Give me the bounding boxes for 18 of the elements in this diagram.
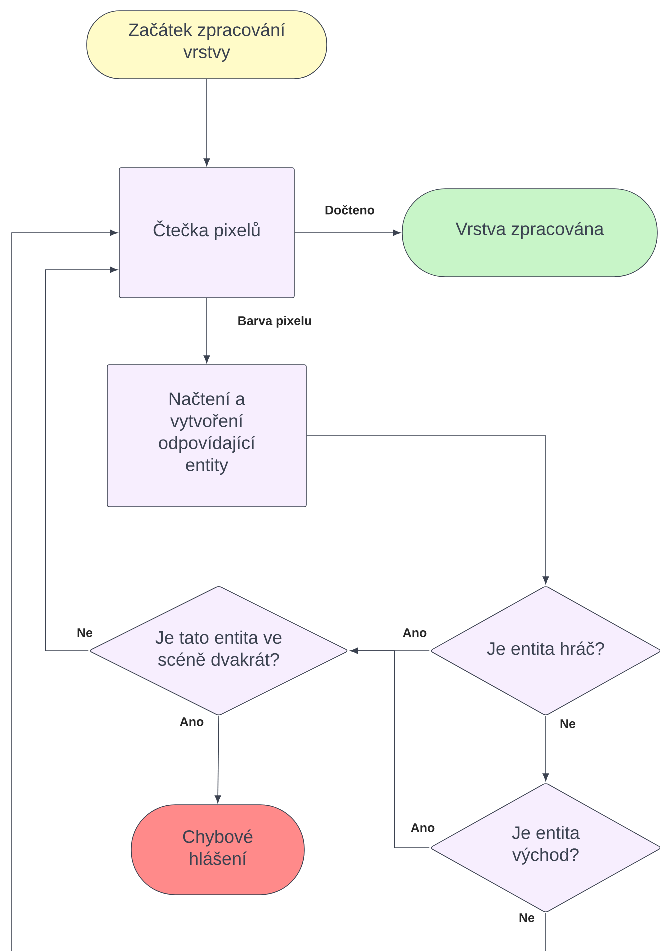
arrow bbox=[306, 436, 550, 584]
arrow bbox=[214, 716, 222, 804]
arrow bbox=[204, 298, 210, 364]
arrow bbox=[204, 79, 210, 166]
edge-label: Ano bbox=[178, 716, 206, 728]
process-box: Načtení a vytvoření odpovídající entity bbox=[107, 364, 307, 508]
edge-label: Ne bbox=[518, 912, 536, 924]
edge-label: Ne bbox=[559, 718, 577, 730]
arrow bbox=[45, 266, 118, 652]
terminal-oval: Vrstva zpracována bbox=[402, 188, 658, 278]
edge-label: Ano bbox=[402, 628, 428, 638]
edge-label: Dočteno bbox=[324, 204, 376, 216]
edge-label: Barva pixelu bbox=[236, 315, 314, 329]
process-box: Čtečka pixelů bbox=[119, 168, 295, 298]
arrow bbox=[350, 648, 430, 848]
arrow bbox=[12, 230, 118, 951]
arrow bbox=[542, 716, 550, 782]
arrow bbox=[294, 230, 401, 236]
